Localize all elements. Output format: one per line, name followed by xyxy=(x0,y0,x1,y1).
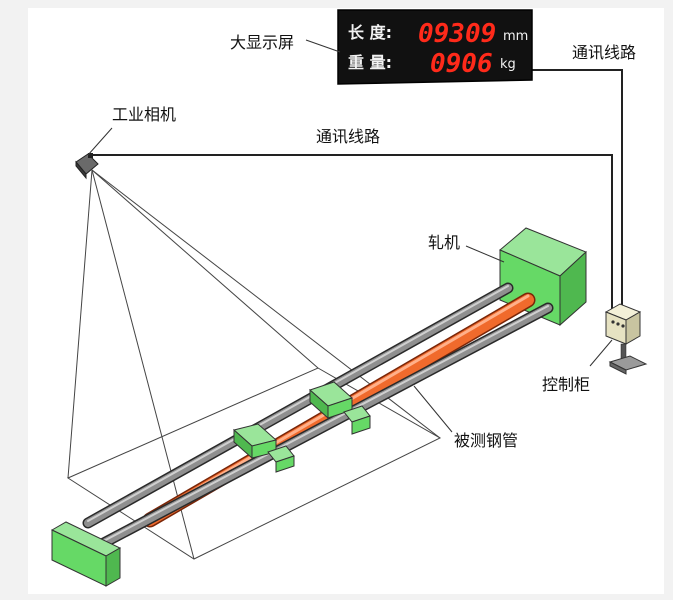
comm-wiring xyxy=(90,69,623,312)
roller-table xyxy=(82,282,554,551)
large-display: 长 度: 09309 mm 重 量: 0906 kg xyxy=(337,9,533,85)
control-cabinet xyxy=(604,303,648,375)
rail-front xyxy=(96,304,552,549)
comm-line-display xyxy=(532,69,623,312)
label-industrial-camera: 工业相机 xyxy=(112,105,176,124)
display-length-value: 09309 xyxy=(418,19,496,49)
industrial-camera xyxy=(75,153,99,180)
display-length-unit: mm xyxy=(503,29,528,44)
display-weight-value: 0906 xyxy=(430,49,493,79)
label-comm-line-top: 通讯线路 xyxy=(316,127,380,146)
label-control-cabinet: 控制柜 xyxy=(542,375,590,394)
front-end-plate xyxy=(50,521,122,587)
label-measured-pipe: 被测钢管 xyxy=(454,431,518,450)
display-weight-label: 重 量: xyxy=(348,53,392,72)
label-comm-line-right: 通讯线路 xyxy=(572,43,636,62)
label-rolling-mill: 轧机 xyxy=(428,233,460,252)
label-display-screen: 大显示屏 xyxy=(230,33,294,52)
display-length-label: 长 度: xyxy=(348,23,392,42)
display-weight-unit: kg xyxy=(500,57,516,72)
comm-line-camera xyxy=(90,154,613,312)
camera-field-of-view xyxy=(66,169,442,560)
leader-lines xyxy=(87,39,613,433)
rail-clamp-right xyxy=(309,381,371,435)
rail-clamp-left xyxy=(232,423,295,473)
rail-back xyxy=(84,284,512,527)
